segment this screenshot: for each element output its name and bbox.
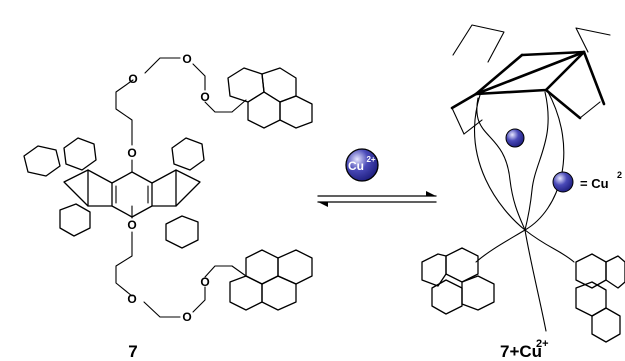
reagent-ion-label: Cu — [348, 159, 364, 173]
oxygen-atom: O — [200, 90, 209, 104]
complex-label: 7+Cu — [500, 342, 542, 361]
equilibrium-arrows — [317, 191, 437, 207]
compound-label: 7 — [128, 342, 137, 361]
triptycene-cage — [450, 24, 611, 135]
crown-ether-loops — [474, 89, 575, 332]
legend-copper-ion: = Cu 2 — [552, 170, 622, 193]
legend-equals-label: = Cu — [580, 176, 609, 191]
left-triptycene-unit — [23, 137, 113, 237]
oxygen-atom: O — [200, 275, 209, 289]
legend-charge: 2 — [617, 170, 622, 180]
copper-ion-sphere — [345, 148, 379, 182]
oxygen-atom: O — [127, 146, 136, 160]
reagent-ion-charge: 2+ — [366, 155, 375, 164]
oxygen-atom: O — [127, 218, 136, 232]
compound-7-structure: O O O O O O O O — [23, 52, 313, 361]
upper-crown-chain: O O O — [115, 52, 233, 146]
oxygen-atom: O — [127, 292, 136, 306]
bound-copper-ion-sphere — [505, 128, 525, 148]
complex-label-charge: 2+ — [536, 338, 549, 350]
oxygen-atom: O — [128, 72, 137, 86]
lower-crown-chain: O O O — [115, 231, 233, 324]
complex-structure: = Cu 2 7+Cu 2+ — [421, 24, 625, 361]
complex-left-pyrene — [421, 247, 495, 315]
lower-pyrene — [229, 249, 313, 311]
right-triptycene-unit — [151, 137, 205, 249]
copper-ion-reagent: Cu 2+ — [345, 148, 379, 182]
upper-pyrene — [227, 67, 313, 129]
legend-sphere — [552, 171, 574, 193]
oxygen-atom: O — [182, 52, 191, 66]
complex-right-pyrene — [575, 253, 625, 343]
oxygen-atom: O — [182, 310, 191, 324]
